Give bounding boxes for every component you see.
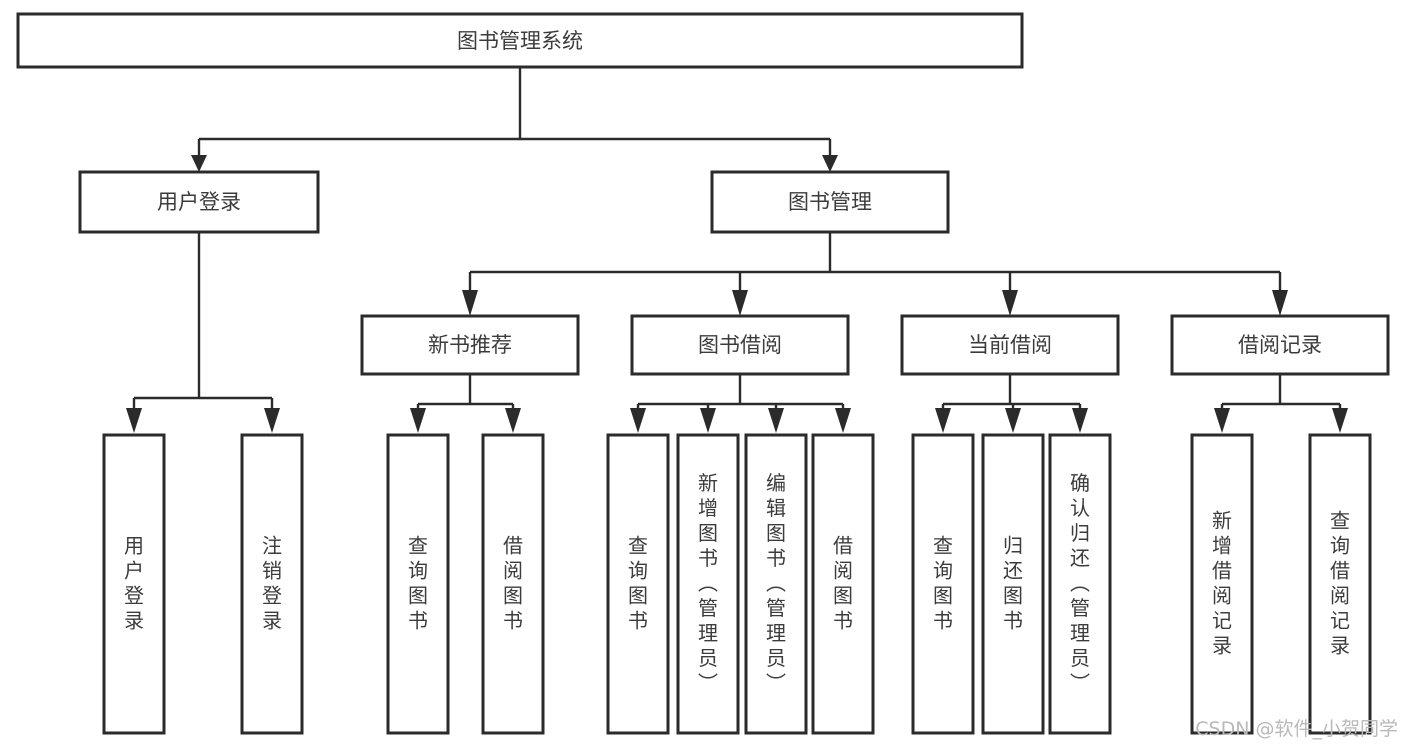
node-user-login-label: 用户登录 [157, 190, 241, 214]
node-leaf-borrow-book-2-label: 借阅图书 [833, 533, 853, 632]
node-leaf-logout-login[interactable]: 注销登录 [240, 433, 304, 735]
leaf-layer: 用户登录 注销登录 查询图书 借阅图书 查询图书 新 [102, 433, 1372, 735]
csdn-watermark: CSDN @软件_小贺同学 [1195, 718, 1398, 740]
arrow-to-current-borrow [1002, 290, 1018, 316]
arrow-to-borrow-record [1272, 290, 1288, 316]
arrow-to-leaf-logout-login [264, 408, 280, 433]
arrow-to-leaf-add-book [700, 408, 716, 433]
node-leaf-edit-book[interactable]: 编辑图书︵管理员︶ [744, 433, 808, 735]
node-leaf-add-record-box[interactable] [1190, 433, 1254, 735]
node-leaf-query-book-3-box[interactable] [911, 433, 975, 735]
node-leaf-logout-login-box[interactable] [240, 433, 304, 735]
node-root[interactable]: 图书管理系统 [16, 12, 1024, 69]
node-new-book-recommend[interactable]: 新书推荐 [360, 314, 580, 376]
node-root-box[interactable] [16, 12, 1024, 69]
node-leaf-logout-login-label: 注销登录 [262, 533, 282, 632]
node-book-borrow-box[interactable] [630, 314, 850, 376]
arrow-to-leaf-query-book-2 [630, 408, 646, 433]
arrow-to-leaf-query-record [1332, 408, 1348, 433]
node-leaf-query-record-label: 查询借阅记录 [1330, 508, 1350, 657]
node-leaf-user-login[interactable]: 用户登录 [102, 433, 166, 735]
node-current-borrow-box[interactable] [900, 314, 1120, 376]
node-leaf-add-record[interactable]: 新增借阅记录 [1190, 433, 1254, 735]
node-leaf-query-record-box[interactable] [1308, 433, 1372, 735]
node-leaf-add-book[interactable]: 新增图书︵管理员︶ [676, 433, 740, 735]
node-new-book-recommend-box[interactable] [360, 314, 580, 376]
node-leaf-add-record-label: 新增借阅记录 [1212, 508, 1232, 657]
node-book-manage-label: 图书管理 [788, 190, 872, 214]
node-leaf-query-book-2-box[interactable] [606, 433, 670, 735]
node-borrow-record-label: 借阅记录 [1238, 333, 1322, 357]
node-leaf-return-book[interactable]: 归还图书 [981, 433, 1045, 735]
node-book-manage-box[interactable] [710, 170, 950, 234]
arrow-to-leaf-query-book-3 [935, 408, 951, 433]
arrow-to-leaf-confirm-return [1072, 408, 1088, 433]
node-leaf-query-book-2-label: 查询图书 [628, 533, 648, 632]
node-leaf-confirm-return[interactable]: 确认归还︵管理员︶ [1048, 433, 1112, 735]
node-current-borrow-label: 当前借阅 [968, 333, 1052, 357]
node-user-login-box[interactable] [78, 170, 320, 234]
node-leaf-add-book-label: 新增图书︵管理员︶ [698, 471, 718, 695]
node-book-borrow-label: 图书借阅 [698, 333, 782, 357]
node-leaf-borrow-book-2-box[interactable] [811, 433, 875, 735]
node-leaf-borrow-book-1[interactable]: 借阅图书 [481, 433, 545, 735]
node-leaf-query-book-1-label: 查询图书 [408, 533, 428, 632]
node-borrow-record[interactable]: 借阅记录 [1170, 314, 1390, 376]
node-user-login[interactable]: 用户登录 [78, 170, 320, 234]
arrow-to-leaf-return-book [1005, 408, 1021, 433]
arrow-to-new-book-recommend [462, 290, 478, 316]
node-leaf-borrow-book-2[interactable]: 借阅图书 [811, 433, 875, 735]
node-leaf-query-record[interactable]: 查询借阅记录 [1308, 433, 1372, 735]
node-leaf-borrow-book-1-box[interactable] [481, 433, 545, 735]
node-leaf-return-book-label: 归还图书 [1003, 533, 1023, 632]
node-leaf-query-book-2[interactable]: 查询图书 [606, 433, 670, 735]
node-book-borrow[interactable]: 图书借阅 [630, 314, 850, 376]
node-leaf-confirm-return-box[interactable] [1048, 433, 1112, 735]
node-leaf-query-book-1[interactable]: 查询图书 [386, 433, 450, 735]
arrow-to-leaf-borrow-book-1 [505, 408, 521, 433]
node-leaf-user-login-label: 用户登录 [124, 533, 144, 632]
arrow-to-leaf-add-record [1214, 408, 1230, 433]
arrow-to-user-login [191, 155, 207, 172]
arrow-to-leaf-user-login [126, 408, 142, 433]
node-leaf-query-book-3[interactable]: 查询图书 [911, 433, 975, 735]
node-book-manage[interactable]: 图书管理 [710, 170, 950, 234]
arrow-to-leaf-edit-book [768, 408, 784, 433]
arrow-to-leaf-borrow-book-2 [835, 408, 851, 433]
node-borrow-record-box[interactable] [1170, 314, 1390, 376]
arrow-to-leaf-query-book-1 [410, 408, 426, 433]
node-leaf-borrow-book-1-label: 借阅图书 [503, 533, 523, 632]
arrow-to-book-borrow [732, 290, 748, 316]
node-root-label: 图书管理系统 [457, 29, 583, 53]
node-leaf-user-login-box[interactable] [102, 433, 166, 735]
node-current-borrow[interactable]: 当前借阅 [900, 314, 1120, 376]
node-leaf-confirm-return-label: 确认归还︵管理员︶ [1070, 471, 1090, 695]
node-leaf-edit-book-label: 编辑图书︵管理员︶ [766, 471, 786, 695]
node-new-book-recommend-label: 新书推荐 [428, 333, 512, 357]
node-leaf-query-book-1-box[interactable] [386, 433, 450, 735]
node-leaf-query-book-3-label: 查询图书 [933, 533, 953, 632]
node-leaf-return-book-box[interactable] [981, 433, 1045, 735]
node-leaf-add-book-box[interactable] [676, 433, 740, 735]
node-leaf-edit-book-box[interactable] [744, 433, 808, 735]
connector-layer [126, 67, 1348, 433]
arrow-to-book-manage [822, 155, 838, 172]
